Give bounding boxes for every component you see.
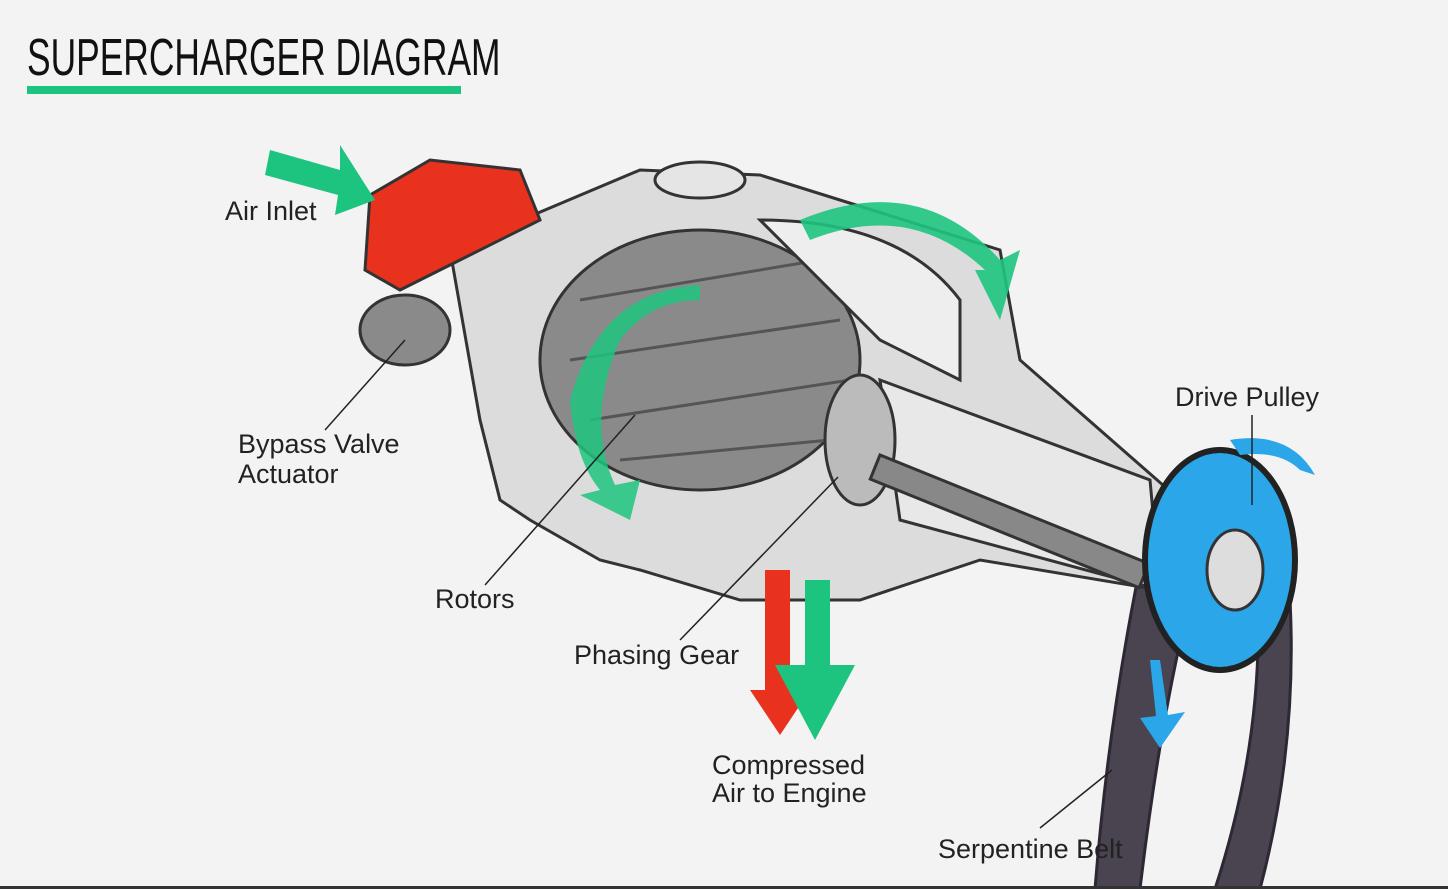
label-phasing-gear: Phasing Gear — [574, 640, 740, 670]
rotors — [538, 228, 862, 492]
label-rotors: Rotors — [435, 584, 515, 614]
title-underline — [27, 86, 461, 94]
page-title: SUPERCHARGER DIAGRAM — [27, 29, 501, 87]
air-inlet-arrow — [265, 145, 375, 215]
label-serpentine-belt: Serpentine Belt — [938, 834, 1123, 864]
bottom-border — [0, 886, 1448, 889]
outlet-port — [653, 160, 747, 200]
label-drive-pulley: Drive Pulley — [1175, 382, 1320, 412]
label-bypass-valve-1: Bypass Valve — [238, 429, 400, 459]
label-bypass-valve-2: Actuator — [238, 459, 339, 489]
label-compressed-2: Air to Engine — [712, 778, 867, 808]
outlet-arrow-green — [775, 580, 855, 740]
rotation-arrow-top — [800, 202, 1020, 320]
bypass-actuator — [358, 293, 452, 367]
rotation-arrow-rotor — [570, 285, 700, 520]
label-compressed-1: Compressed — [712, 750, 866, 780]
inlet-housing — [363, 158, 542, 292]
label-air-inlet: Air Inlet — [225, 196, 317, 226]
pulley-arrow-down — [1140, 660, 1185, 748]
